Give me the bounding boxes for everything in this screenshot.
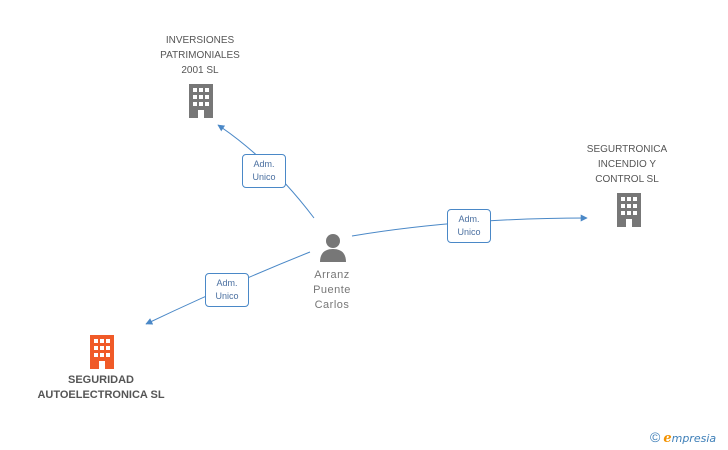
label-line: Arranz: [314, 269, 350, 281]
label-line: SEGURIDAD: [67, 374, 134, 386]
label-line: PATRIMONIALES: [160, 50, 240, 61]
footer-credit[interactable]: ©empresia: [650, 429, 716, 446]
label-line: Carlos: [314, 299, 350, 311]
label-line: CONTROL SL: [595, 174, 659, 185]
copyright-icon: ©: [650, 429, 661, 445]
edge-label-seguridad[interactable]: Adm. Unico: [205, 273, 249, 307]
label-line: 2001 SL: [181, 65, 219, 76]
brand-initial: e: [663, 431, 672, 446]
edge-label-line: Adm.: [458, 214, 480, 224]
company-label-inversiones[interactable]: INVERSIONES PATRIMONIALES 2001 SL: [140, 33, 260, 78]
edge-label-line: Adm.: [253, 159, 275, 169]
building-icon[interactable]: [86, 335, 118, 369]
label-line: AUTOELECTRONICA SL: [37, 389, 165, 401]
label-line: INCENDIO Y: [597, 159, 657, 170]
brand-name: mpresia: [671, 432, 717, 445]
person-icon[interactable]: [318, 232, 348, 262]
edge-label-inversiones[interactable]: Adm. Unico: [242, 154, 286, 188]
edge-label-line: Unico: [252, 172, 276, 182]
edge-label-segurtronica[interactable]: Adm. Unico: [447, 209, 491, 243]
label-line: Puente: [313, 284, 351, 296]
company-label-segurtronica[interactable]: SEGURTRONICA INCENDIO Y CONTROL SL: [567, 142, 687, 187]
building-icon[interactable]: [613, 193, 645, 227]
edge-label-line: Unico: [215, 291, 239, 301]
edge-label-line: Adm.: [216, 278, 238, 288]
label-line: SEGURTRONICA: [586, 144, 668, 155]
edge-label-line: Unico: [457, 227, 481, 237]
label-line: INVERSIONES: [165, 35, 235, 46]
building-icon[interactable]: [185, 84, 217, 118]
person-label[interactable]: Arranz Puente Carlos: [292, 268, 372, 313]
company-label-seguridad[interactable]: SEGURIDAD AUTOELECTRONICA SL: [20, 373, 182, 403]
